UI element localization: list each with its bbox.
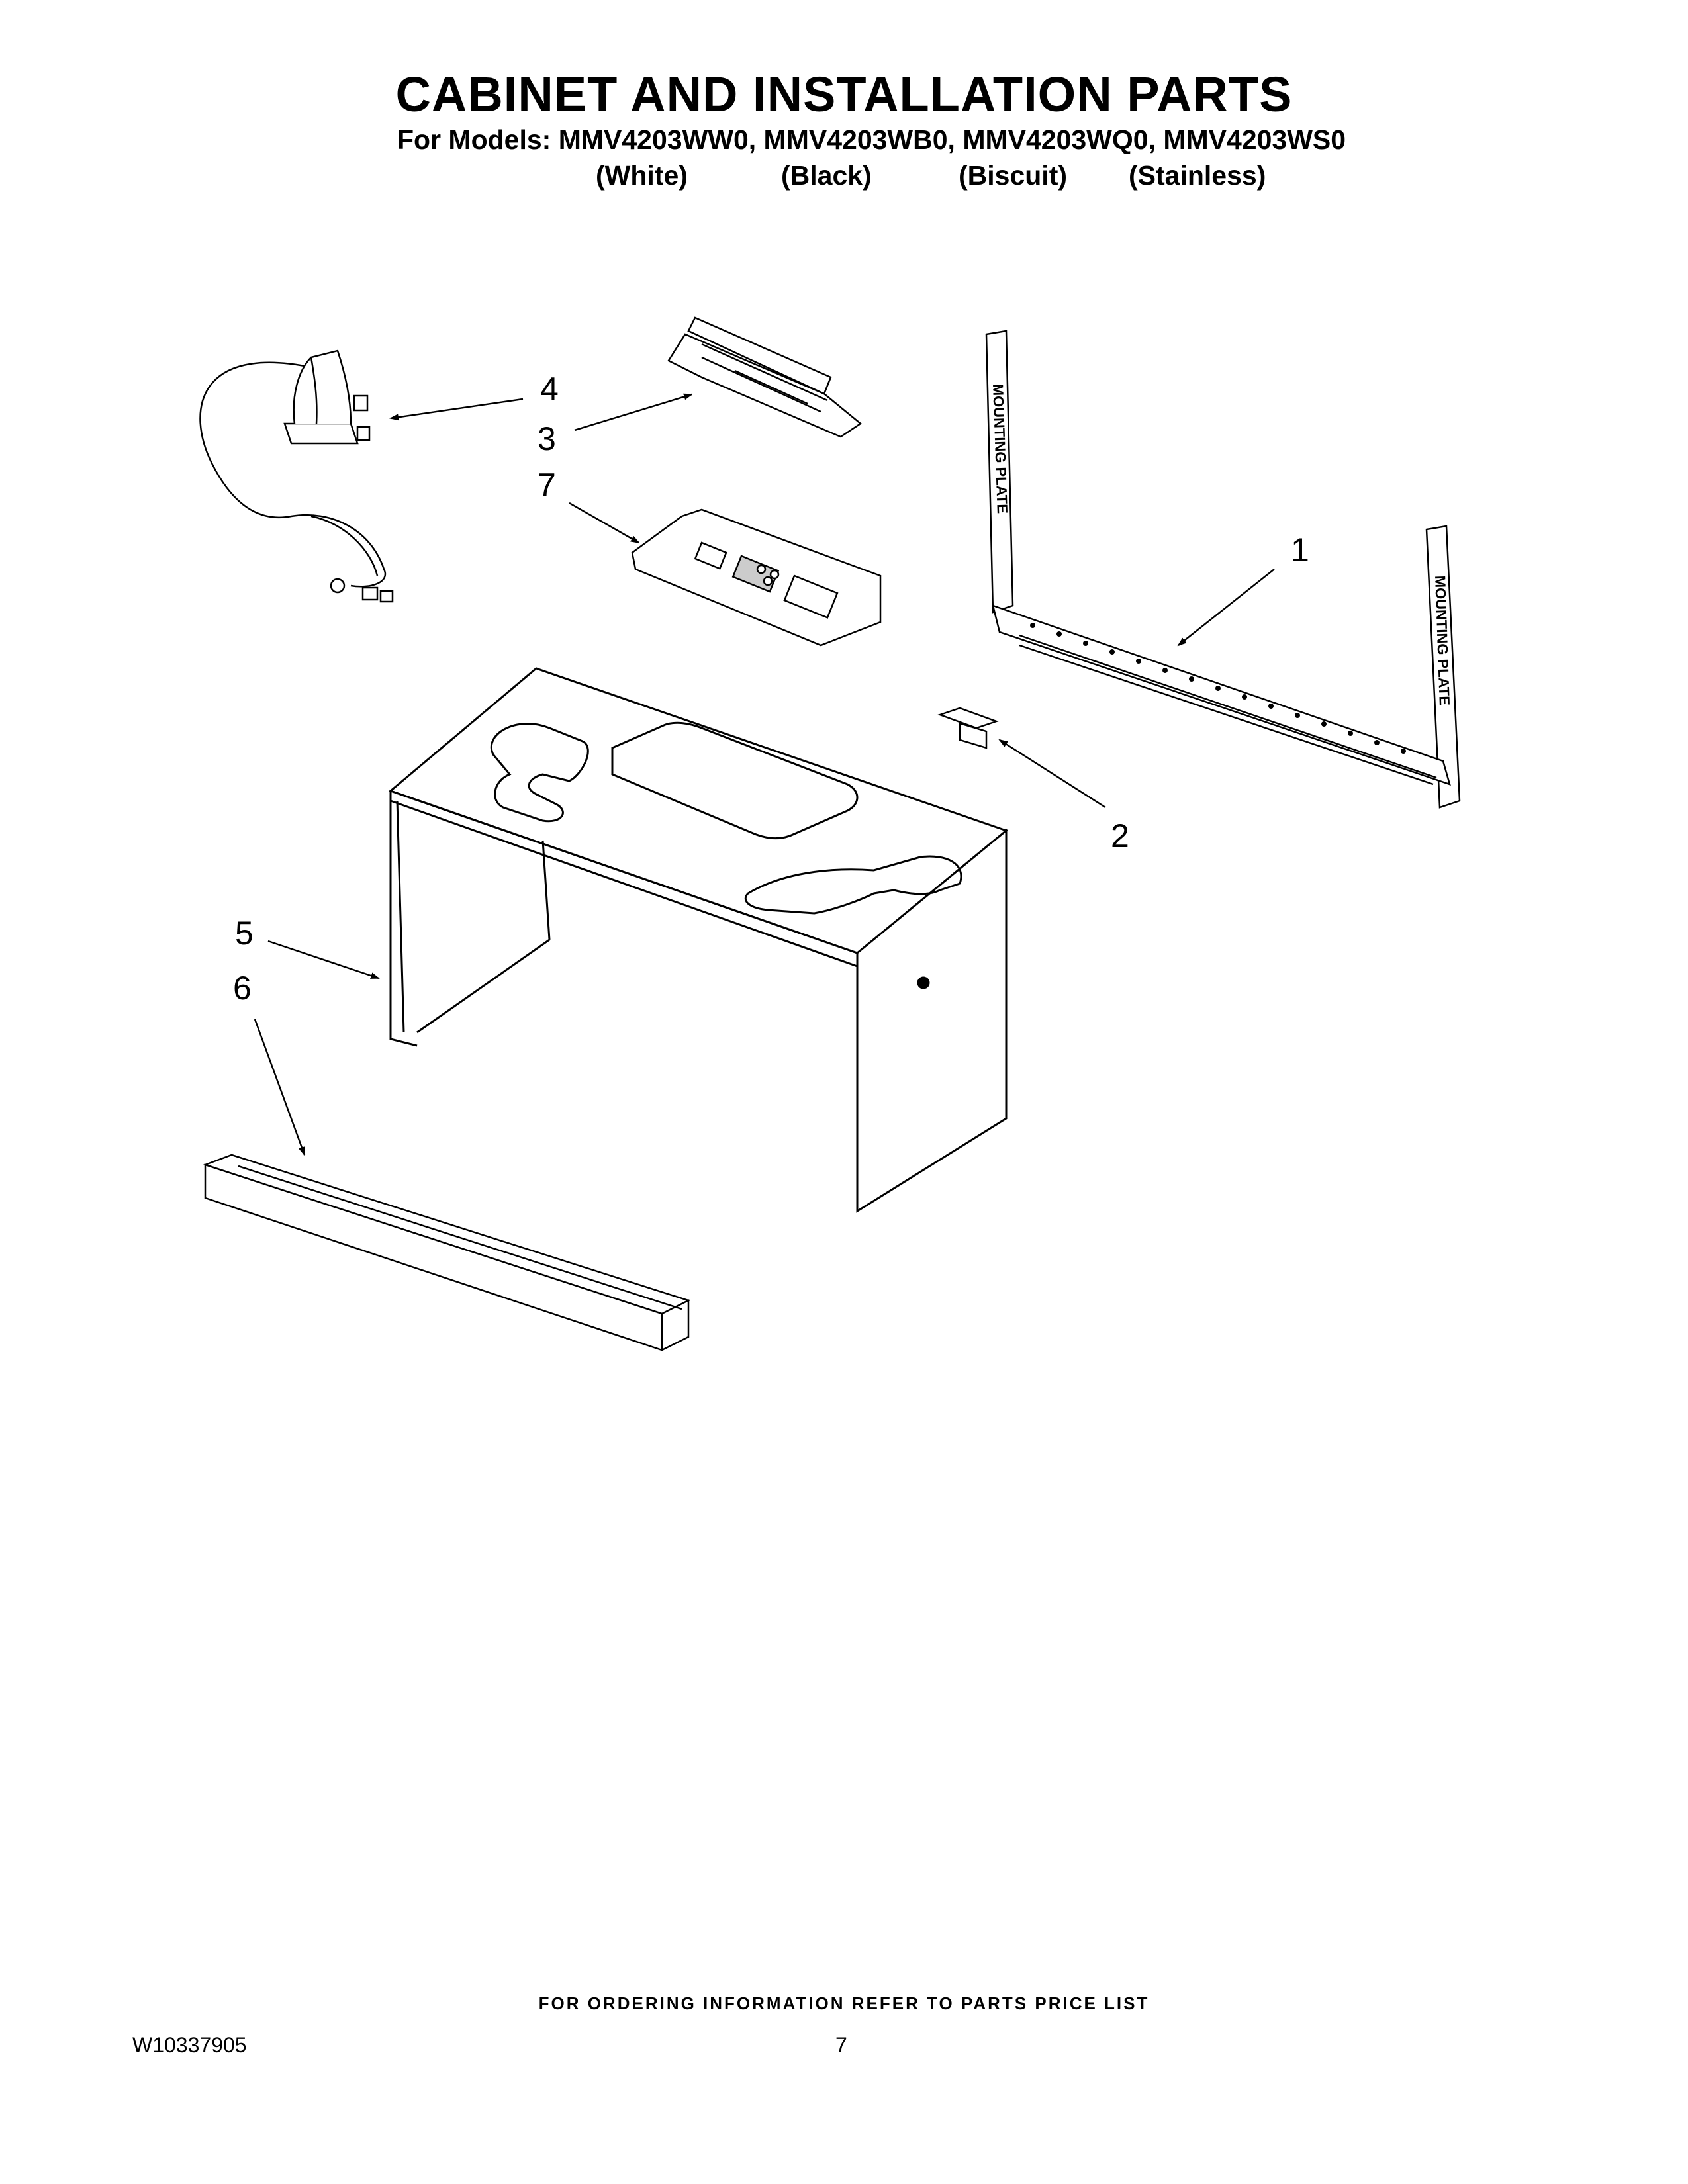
callout-4: 4 bbox=[540, 371, 559, 408]
color-label-stainless: (Stainless) bbox=[1129, 160, 1266, 191]
color-label-biscuit: (Biscuit) bbox=[959, 160, 1067, 191]
arrow-5 bbox=[267, 940, 380, 979]
callout-5: 5 bbox=[235, 915, 254, 952]
callout-1: 1 bbox=[1291, 531, 1309, 569]
arrow-3 bbox=[574, 393, 693, 432]
arrow-4 bbox=[389, 398, 524, 421]
document-number: W10337905 bbox=[132, 2033, 247, 2057]
arrow-7 bbox=[569, 502, 640, 544]
arrow-6 bbox=[254, 1019, 306, 1156]
color-label-black: (Black) bbox=[781, 160, 872, 191]
callout-6: 6 bbox=[233, 970, 252, 1007]
bottom-trim-part bbox=[203, 1154, 691, 1352]
callout-arrows bbox=[254, 393, 1275, 1156]
vent-damper-part bbox=[667, 316, 863, 438]
page-title: CABINET AND INSTALLATION PARTS bbox=[395, 67, 1293, 122]
power-cord-part bbox=[199, 349, 394, 603]
clip-part bbox=[937, 707, 999, 749]
callout-2: 2 bbox=[1111, 817, 1129, 854]
bracket-plate-part bbox=[631, 508, 882, 647]
models-line: For Models: MMV4203WW0, MMV4203WB0, MMV4… bbox=[397, 124, 1346, 155]
callout-3: 3 bbox=[538, 420, 556, 457]
page-number: 7 bbox=[835, 2033, 847, 2057]
mounting-plate-part: MOUNTING PLATE MOUNTING PLATE bbox=[985, 330, 1461, 809]
ordering-note: FOR ORDERING INFORMATION REFER TO PARTS … bbox=[538, 1993, 1150, 2013]
arrow-1 bbox=[1177, 569, 1275, 647]
cabinet-wrapper-part bbox=[389, 667, 1009, 1213]
arrow-2 bbox=[998, 739, 1106, 809]
color-label-white: (White) bbox=[596, 160, 688, 191]
callout-7: 7 bbox=[538, 467, 556, 504]
